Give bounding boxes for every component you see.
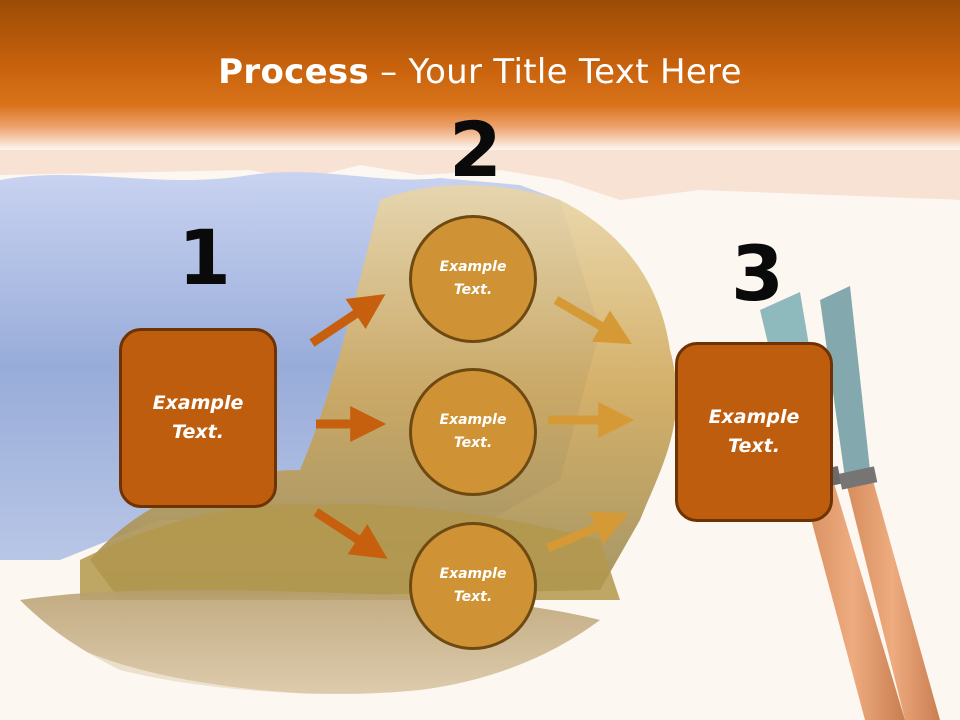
circle-top-text: Example Text.: [439, 259, 507, 298]
step-3-text: Example Text.: [708, 406, 800, 457]
step-number-1: 1: [178, 213, 231, 302]
step-1-text: Example Text.: [152, 392, 244, 443]
step-2-circle-middle: Example Text.: [409, 368, 537, 496]
circle-bottom-text: Example Text.: [439, 566, 507, 605]
slide-title: Process – Your Title Text Here: [0, 52, 960, 92]
step-2-circle-bottom: Example Text.: [409, 522, 537, 650]
step-2-circle-top: Example Text.: [409, 215, 537, 343]
step-3-box: Example Text.: [675, 342, 833, 522]
step-number-2: 2: [449, 105, 502, 194]
title-bold: Process: [218, 52, 370, 92]
arrow-right-down: [553, 296, 633, 345]
title-rest: – Your Title Text Here: [369, 52, 742, 92]
header-band: [0, 0, 960, 150]
step-number-3: 3: [731, 229, 784, 318]
arrow-right-up: [546, 511, 629, 553]
circle-middle-text: Example Text.: [439, 412, 507, 451]
arrow-left-down: [313, 508, 388, 559]
step-1-box: Example Text.: [119, 328, 277, 508]
arrow-left-up: [309, 294, 386, 347]
